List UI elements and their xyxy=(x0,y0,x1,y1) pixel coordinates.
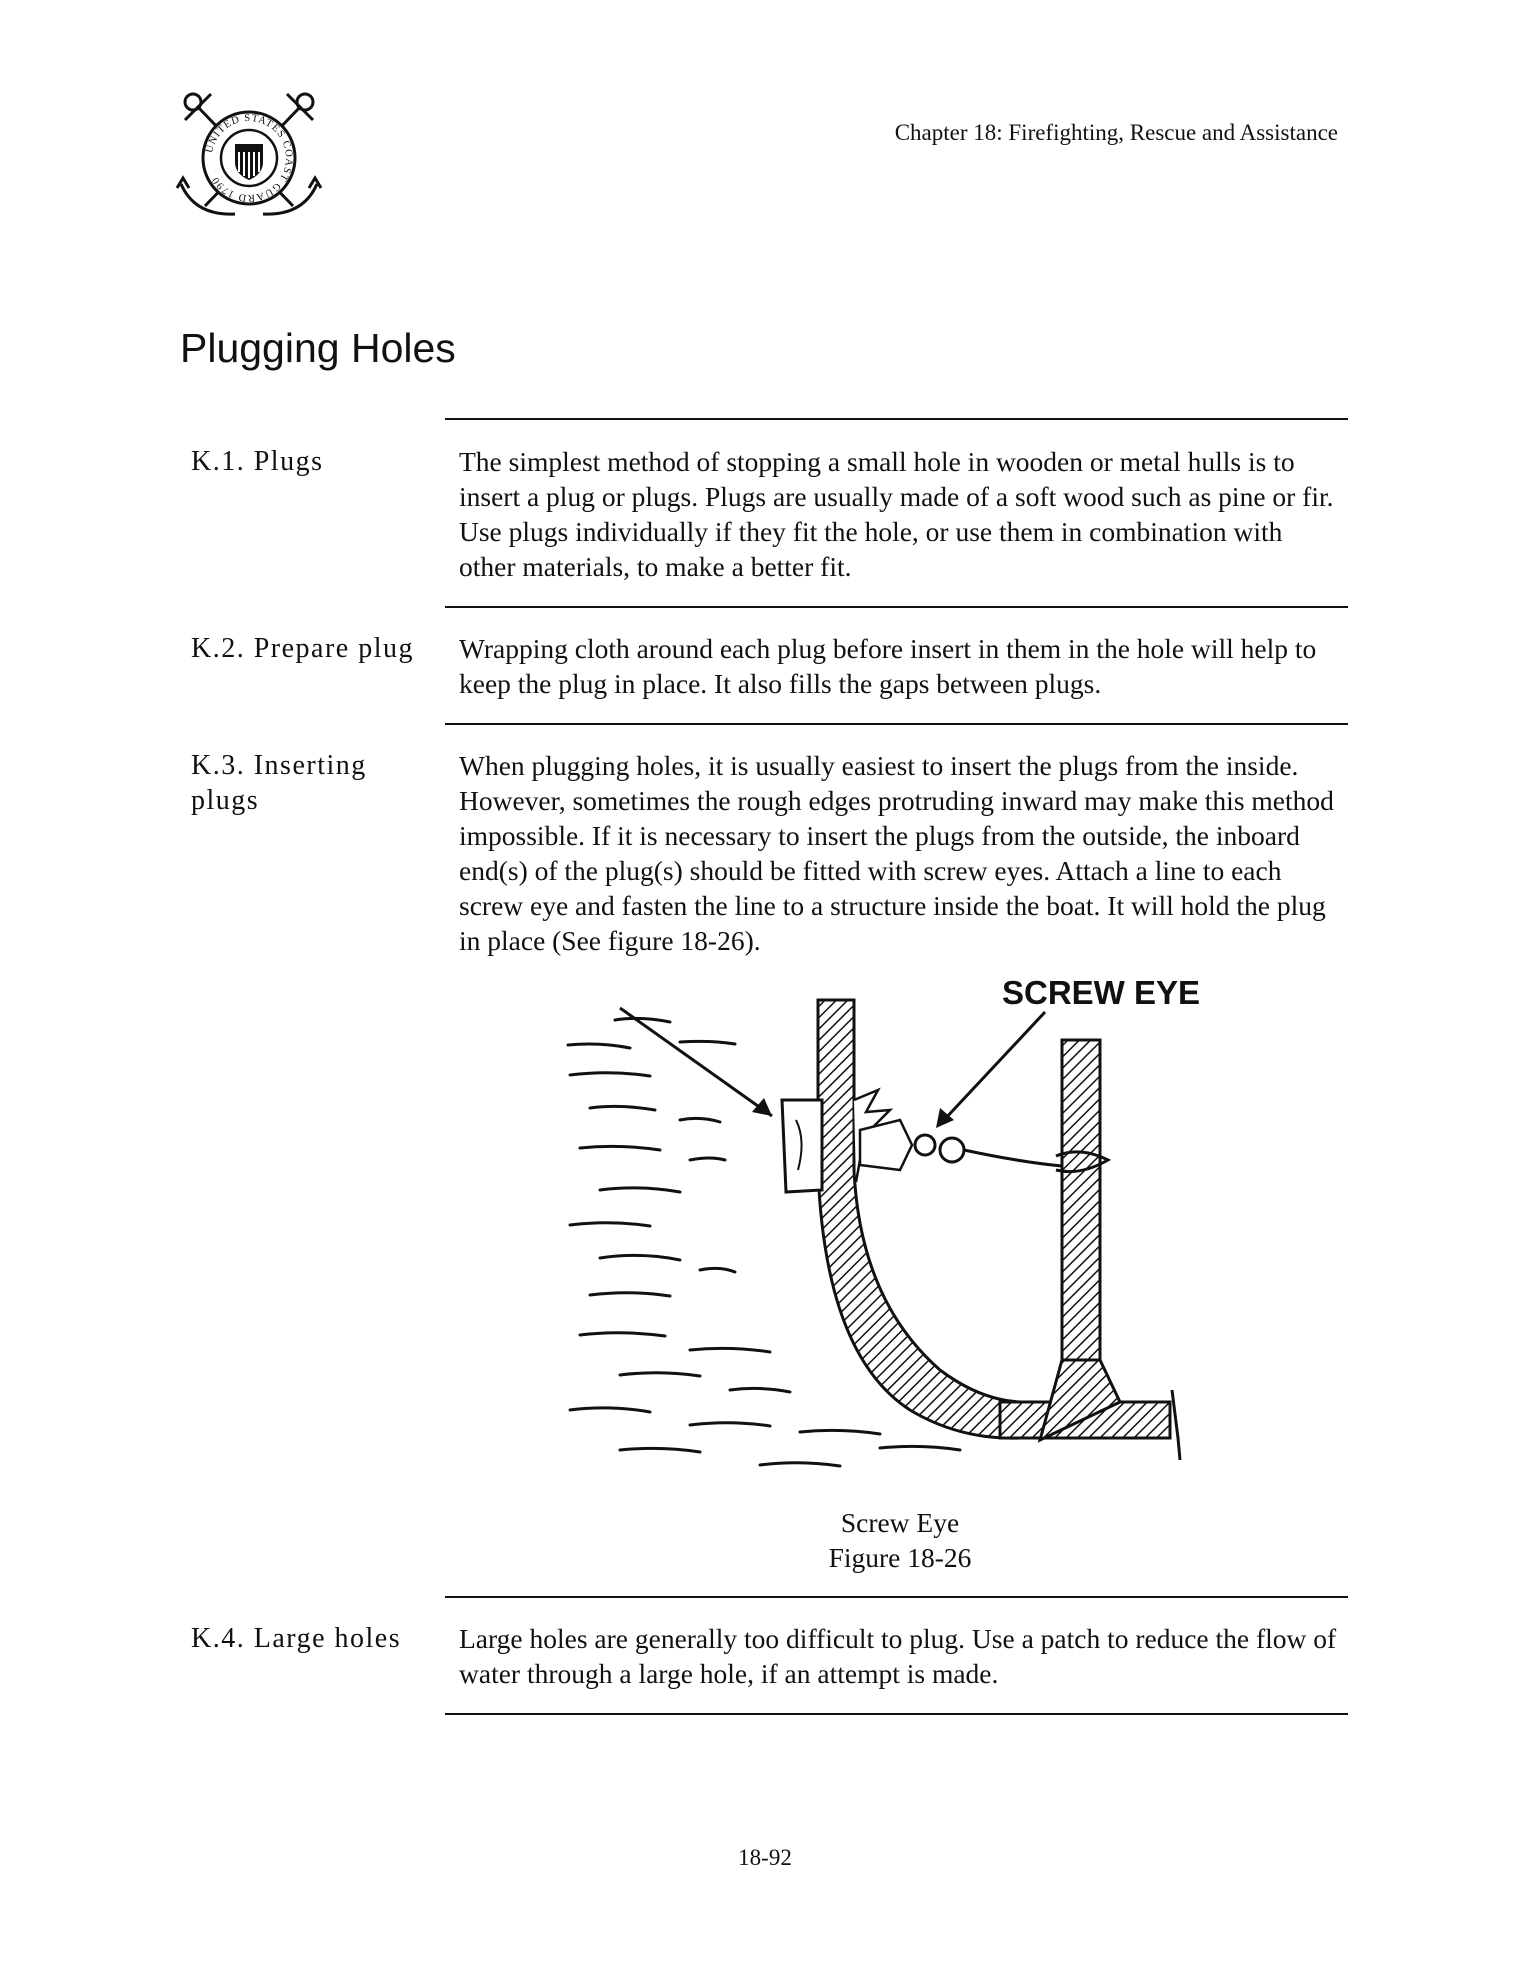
figure-caption-number: Figure 18-26 xyxy=(828,1542,972,1573)
item-label-large-holes: K.4. Large holes xyxy=(191,1623,402,1654)
item-label-inserting-plugs: K.3. Inserting plugs xyxy=(191,750,367,816)
section-title: Plugging Holes xyxy=(180,325,456,371)
divider-rule xyxy=(445,723,1348,725)
frame-section xyxy=(1060,1038,1102,1404)
divider-rule xyxy=(445,606,1348,608)
item-text-plugs: The simplest method of stopping a small … xyxy=(459,446,1334,582)
page-number: 18-92 xyxy=(738,1845,792,1870)
divider-rule xyxy=(445,1596,1348,1598)
item-label-plugs: K.1. Plugs xyxy=(191,446,324,477)
coast-guard-emblem: UNITED STATES COAST GUARD 1790 xyxy=(175,88,323,228)
screw-eye-callout: SCREW EYE xyxy=(1002,974,1200,1011)
water-lines xyxy=(566,1016,962,1468)
item-text-inserting-plugs: When plugging holes, it is usually easie… xyxy=(459,750,1334,956)
item-label-prepare-plug: K.2. Prepare plug xyxy=(191,633,415,664)
screw-eye-figure: SCREW EYE xyxy=(560,970,1200,1490)
divider-rule xyxy=(445,418,1348,420)
hull-section xyxy=(816,998,1022,1440)
item-text-prepare-plug: Wrapping cloth around each plug before i… xyxy=(459,633,1317,699)
item-text-large-holes: Large holes are generally too difficult … xyxy=(459,1623,1337,1689)
figure-caption-title: Screw Eye xyxy=(840,1507,960,1538)
divider-rule xyxy=(445,1713,1348,1715)
chapter-header: Chapter 18: Firefighting, Rescue and Ass… xyxy=(894,120,1338,145)
